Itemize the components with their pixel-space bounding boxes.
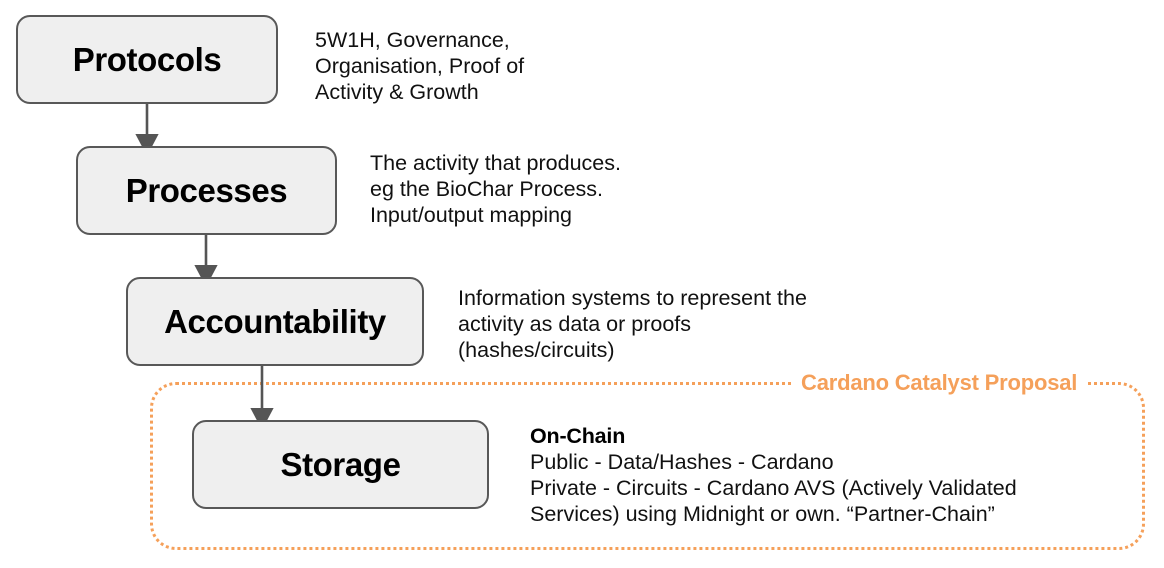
node-protocols-label: Protocols	[72, 40, 222, 78]
node-processes-label: Processes	[125, 171, 288, 209]
node-accountability-description: Information systems to represent the act…	[458, 286, 807, 362]
node-storage[interactable]: Storage	[192, 420, 489, 509]
node-processes[interactable]: Processes	[76, 146, 337, 235]
onchain-body: Public - Data/Hashes - Cardano Private -…	[530, 450, 1017, 526]
node-processes-description: The activity that produces. eg the BioCh…	[370, 151, 621, 227]
node-protocols[interactable]: Protocols	[16, 15, 278, 104]
node-accountability-label: Accountability	[164, 302, 386, 340]
onchain-details: On-Chain Public - Data/Hashes - Cardano …	[530, 423, 1017, 527]
node-protocols-description: 5W1H, Governance, Organisation, Proof of…	[315, 28, 525, 104]
node-accountability[interactable]: Accountability	[126, 277, 424, 366]
onchain-heading: On-Chain	[530, 424, 626, 448]
proposal-region-label: Cardano Catalyst Proposal	[791, 370, 1088, 396]
proposal-region-boundary	[150, 382, 1145, 550]
node-storage-label: Storage	[280, 445, 401, 483]
